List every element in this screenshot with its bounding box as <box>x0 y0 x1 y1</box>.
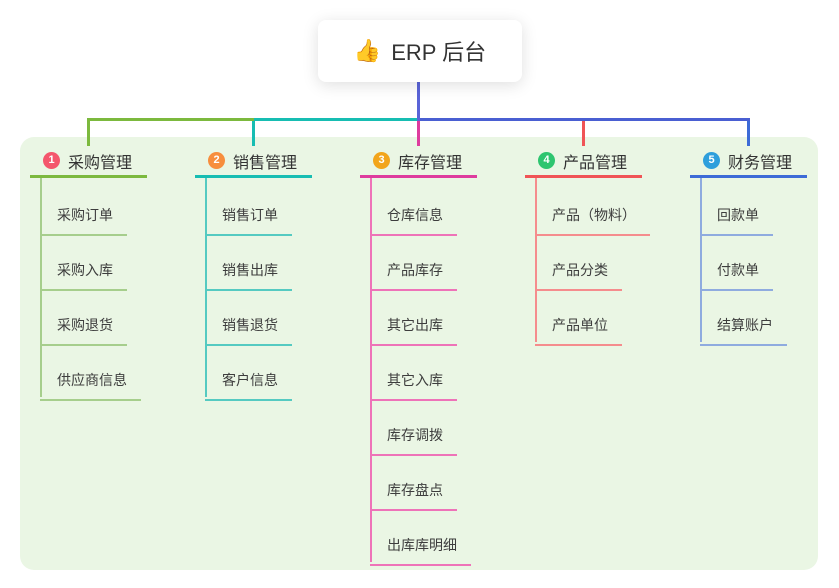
child-node[interactable]: 出库库明细 <box>370 535 471 566</box>
child-node[interactable]: 仓库信息 <box>370 205 457 236</box>
child-node[interactable]: 销售出库 <box>205 260 292 291</box>
child-node[interactable]: 产品单位 <box>535 315 622 346</box>
child-node[interactable]: 采购入库 <box>40 260 127 291</box>
branch-underline-5 <box>690 175 807 178</box>
root-connector-line <box>417 82 420 121</box>
child-node[interactable]: 采购退货 <box>40 315 127 346</box>
child-node[interactable]: 销售订单 <box>205 205 292 236</box>
children-rail-5 <box>700 178 702 342</box>
branch-title: 库存管理 <box>398 154 463 172</box>
branch-node-2[interactable]: 2 销售管理 <box>195 146 312 175</box>
child-node[interactable]: 库存盘点 <box>370 480 457 511</box>
branch-title: 销售管理 <box>233 154 298 172</box>
branch-number-badge-3: 3 <box>373 152 390 169</box>
children-rail-2 <box>205 178 207 397</box>
child-node[interactable]: 产品分类 <box>535 260 622 291</box>
child-node[interactable]: 其它入库 <box>370 370 457 401</box>
root-node[interactable]: 👍 ERP 后台 <box>318 20 522 82</box>
branch-drop-line-2 <box>252 118 255 146</box>
branch-drop-line-5 <box>747 118 750 146</box>
branch-node-4[interactable]: 4 产品管理 <box>525 146 642 175</box>
child-node[interactable]: 其它出库 <box>370 315 457 346</box>
thumbs-up-icon: 👍 <box>353 38 382 63</box>
children-rail-1 <box>40 178 42 397</box>
child-node[interactable]: 产品（物料） <box>535 205 650 236</box>
child-node[interactable]: 客户信息 <box>205 370 292 401</box>
child-node[interactable]: 库存调拨 <box>370 425 457 456</box>
branch-number-badge-5: 5 <box>703 152 720 169</box>
branch-title: 财务管理 <box>728 154 793 172</box>
child-node[interactable]: 采购订单 <box>40 205 127 236</box>
trunk-segment-1 <box>87 118 254 121</box>
child-node[interactable]: 销售退货 <box>205 315 292 346</box>
child-node[interactable]: 产品库存 <box>370 260 457 291</box>
branch-underline-3 <box>360 175 477 178</box>
branch-title: 采购管理 <box>68 154 133 172</box>
branch-underline-2 <box>195 175 312 178</box>
branch-title: 产品管理 <box>563 154 628 172</box>
branch-node-5[interactable]: 5 财务管理 <box>690 146 807 175</box>
branch-number-badge-2: 2 <box>208 152 225 169</box>
children-rail-3 <box>370 178 372 562</box>
root-title: ERP 后台 <box>391 40 487 65</box>
branches-panel <box>20 137 818 570</box>
trunk-segment-2 <box>253 118 419 121</box>
branch-drop-line-1 <box>87 118 90 146</box>
branch-underline-4 <box>525 175 642 178</box>
branch-node-1[interactable]: 1 采购管理 <box>30 146 147 175</box>
branch-node-3[interactable]: 3 库存管理 <box>360 146 477 175</box>
branch-number-badge-1: 1 <box>43 152 60 169</box>
children-rail-4 <box>535 178 537 342</box>
child-node[interactable]: 回款单 <box>700 205 773 236</box>
branch-underline-1 <box>30 175 147 178</box>
child-node[interactable]: 付款单 <box>700 260 773 291</box>
branch-drop-line-3 <box>417 118 420 146</box>
trunk-segment-3 <box>418 118 750 121</box>
branch-number-badge-4: 4 <box>538 152 555 169</box>
branch-drop-line-4 <box>582 118 585 146</box>
child-node[interactable]: 供应商信息 <box>40 370 141 401</box>
child-node[interactable]: 结算账户 <box>700 315 787 346</box>
